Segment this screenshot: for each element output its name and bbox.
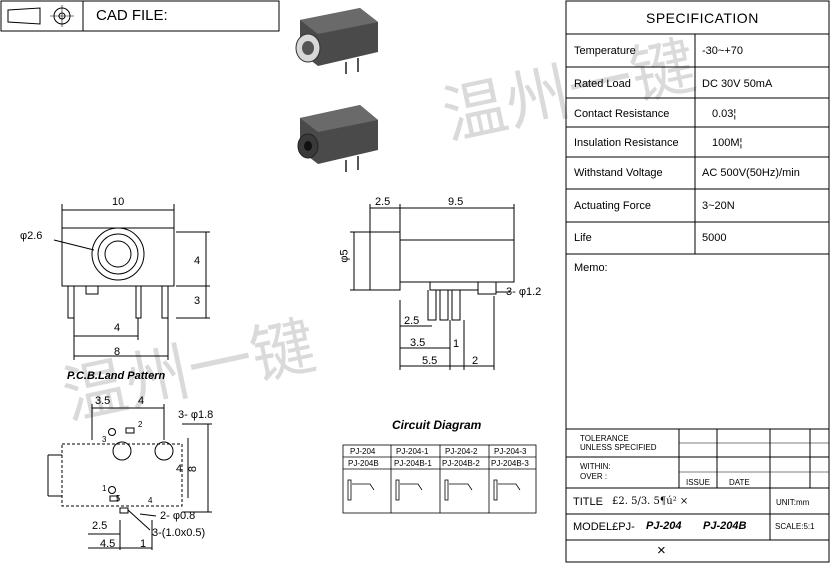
spec-value-life: 5000 bbox=[702, 232, 727, 244]
spec-label-life: Life bbox=[574, 232, 592, 244]
pcb-dim-e: 8 bbox=[187, 465, 200, 473]
bottom-mark: × bbox=[657, 542, 666, 559]
front-dim-total: 8 bbox=[114, 346, 121, 358]
scale-label: SCALE:5:1 bbox=[775, 522, 815, 531]
pin-number-2: 2 bbox=[138, 420, 143, 429]
circuit-h1-2: PJ-204-2 bbox=[445, 447, 478, 456]
circuit-h2-1: PJ-204B-1 bbox=[394, 459, 432, 468]
pcb-dim-f: 2- φ0.8 bbox=[160, 510, 196, 522]
spec-label-actuating-force: Actuating Force bbox=[574, 200, 652, 212]
circuit-title: Circuit Diagram bbox=[392, 418, 482, 432]
side-dim-d2: 9.5 bbox=[448, 196, 464, 208]
side-dim-dia: φ5 bbox=[338, 249, 351, 263]
within-label: WITHIN: bbox=[580, 462, 611, 471]
title-value: £2. 5/3. 5¶ú² × bbox=[612, 496, 689, 507]
memo-label: Memo: bbox=[574, 262, 608, 274]
pcb-pattern bbox=[47, 404, 212, 550]
pin-number-5: 5 bbox=[116, 494, 121, 503]
issue-label: ISSUE bbox=[686, 478, 711, 487]
side-dim-b3: 1 bbox=[453, 338, 460, 350]
spec-value-rated-load: DC 30V 50mA bbox=[702, 78, 773, 90]
model-pj204b: PJ-204B bbox=[703, 520, 747, 532]
spec-value-insulation-resistance: 100M¦ bbox=[712, 137, 743, 149]
pin-number-4: 4 bbox=[148, 496, 153, 505]
part-photo-top-icon bbox=[295, 8, 378, 74]
circuit-h2-2: PJ-204B-2 bbox=[442, 459, 480, 468]
front-dim-dia: φ2.6 bbox=[20, 230, 43, 242]
part-photo-bottom-icon bbox=[297, 105, 378, 172]
spec-value-contact-resistance: 0.03¦ bbox=[712, 108, 737, 120]
cad-logo-icon bbox=[7, 5, 74, 27]
spec-label-contact-resistance: Contact Resistance bbox=[574, 108, 670, 120]
over-label: OVER : bbox=[580, 472, 608, 481]
tolerance-line1: TOLERANCE bbox=[580, 434, 629, 443]
spec-label-temperature: Temperature bbox=[574, 45, 636, 57]
circuit-h2-3: PJ-204B-3 bbox=[491, 459, 529, 468]
tolerance-line2: UNLESS SPECIFIED bbox=[580, 443, 657, 452]
side-dim-b2: 3.5 bbox=[410, 337, 426, 349]
side-dim-b1: 2.5 bbox=[404, 315, 420, 327]
side-view bbox=[350, 204, 515, 370]
spec-label-rated-load: Rated Load bbox=[574, 78, 631, 90]
unit-label: UNIT:mm bbox=[776, 498, 810, 507]
date-label: DATE bbox=[729, 478, 750, 487]
spec-title: SPECIFICATION bbox=[646, 10, 759, 26]
front-dim-h1: 4 bbox=[194, 255, 201, 267]
title-label: TITLE bbox=[573, 496, 603, 508]
side-dim-b4: 5.5 bbox=[422, 355, 438, 367]
front-dim-pin-span: 4 bbox=[114, 322, 121, 334]
pcb-dim-c: 3- φ1.8 bbox=[178, 409, 214, 421]
side-dim-d1: 2.5 bbox=[375, 196, 391, 208]
pcb-dim-j: 1 bbox=[140, 538, 147, 550]
circuit-h1-1: PJ-204-1 bbox=[396, 447, 429, 456]
pin-number-1: 1 bbox=[102, 484, 107, 493]
pcb-dim-i: 4.5 bbox=[100, 538, 116, 550]
circuit-table bbox=[342, 444, 537, 514]
model-label: MODEL£PJ- bbox=[573, 521, 635, 533]
pcb-dim-d: 4 bbox=[176, 463, 183, 475]
circuit-h1-0: PJ-204 bbox=[350, 447, 376, 456]
cad-file-label: CAD FILE: bbox=[96, 7, 168, 24]
spec-label-withstand-voltage: Withstand Voltage bbox=[574, 167, 663, 179]
side-dim-pin-dia: 3- φ1.2 bbox=[506, 286, 542, 298]
front-view bbox=[53, 204, 210, 360]
circuit-h2-0: PJ-204B bbox=[348, 459, 379, 468]
spec-value-withstand-voltage: AC 500V(50Hz)/min bbox=[702, 167, 800, 179]
front-dim-width: 10 bbox=[112, 196, 125, 208]
side-dim-b5: 2 bbox=[472, 355, 479, 367]
spec-label-insulation-resistance: Insulation Resistance bbox=[574, 137, 679, 149]
pcb-dim-b: 4 bbox=[138, 395, 145, 407]
spec-value-actuating-force: 3~20N bbox=[702, 200, 735, 212]
spec-value-temperature: -30~+70 bbox=[702, 45, 743, 57]
circuit-h1-3: PJ-204-3 bbox=[494, 447, 527, 456]
pcb-dim-a: 3.5 bbox=[95, 395, 111, 407]
pcb-dim-h: 2.5 bbox=[92, 520, 108, 532]
model-pj204: PJ-204 bbox=[646, 520, 682, 532]
pcb-dim-g: 3-(1.0x0.5) bbox=[152, 527, 206, 539]
front-dim-h2: 3 bbox=[194, 295, 201, 307]
pcb-title: P.C.B.Land Pattern bbox=[67, 370, 166, 382]
pin-number-3: 3 bbox=[102, 435, 107, 444]
